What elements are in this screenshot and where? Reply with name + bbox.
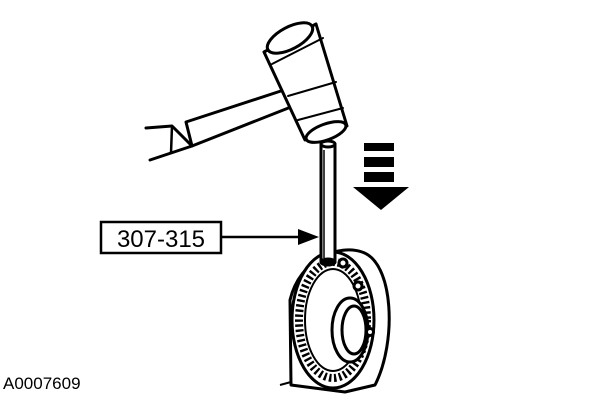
hammer: [144, 21, 349, 162]
tool-callout-label: 307-315: [117, 226, 205, 253]
pulley-hole: [352, 280, 364, 292]
drift-tool: [319, 139, 337, 267]
pulley-hole: [365, 327, 375, 337]
hammer-grip: [144, 124, 194, 162]
pulley-hole: [337, 257, 349, 269]
down-arrow-icon: [353, 143, 409, 210]
tool-callout-box: [99, 220, 223, 255]
figure-id: A0007609: [3, 374, 81, 393]
hammer-handle: [184, 86, 298, 148]
crankshaft-pulley: [279, 248, 391, 394]
callout-leader-arrow: [221, 229, 319, 245]
hammer-head: [262, 21, 349, 144]
